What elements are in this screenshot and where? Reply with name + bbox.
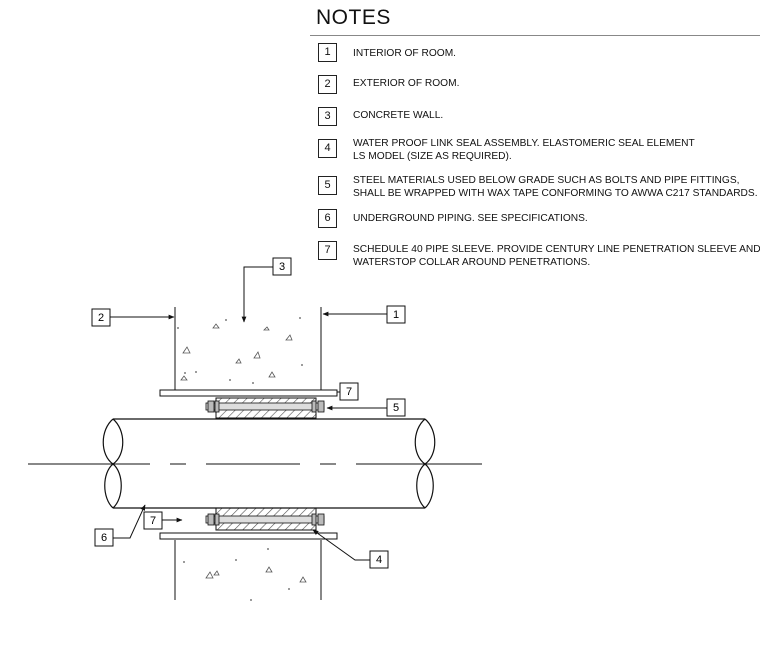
concrete-wall-lower: [174, 540, 322, 601]
note-number: 4: [318, 139, 337, 158]
callout-leaders: [110, 266, 387, 561]
svg-text:7: 7: [346, 386, 352, 398]
callout-5: 5: [386, 398, 406, 417]
link-seal-lower: [205, 507, 325, 531]
svg-text:3: 3: [279, 261, 285, 273]
note-number: 3: [318, 107, 337, 126]
svg-text:2: 2: [98, 312, 104, 324]
callout-4: 4: [369, 550, 389, 569]
callout-7-bottom: 7: [143, 511, 163, 530]
notes-title: NOTES: [316, 6, 391, 29]
callout-3: 3: [272, 257, 292, 276]
link-seal-upper: [205, 397, 325, 419]
note-number: 1: [318, 43, 337, 62]
note-number: 7: [318, 241, 337, 260]
sleeve-collar-top: [159, 389, 338, 397]
note-text: EXTERIOR OF ROOM.: [353, 78, 460, 89]
note-text: UNDERGROUND PIPING. SEE SPECIFICATIONS.: [353, 213, 588, 224]
svg-text:5: 5: [393, 402, 399, 414]
svg-text:4: 4: [376, 554, 382, 566]
callout-2: 2: [91, 308, 111, 327]
concrete-wall-upper: [174, 307, 322, 390]
callout-1: 1: [386, 305, 406, 324]
note-number: 2: [318, 75, 337, 94]
note-text: CONCRETE WALL.: [353, 110, 444, 121]
note-number: 6: [318, 209, 337, 228]
note-text: SCHEDULE 40 PIPE SLEEVE. PROVIDE CENTURY…: [353, 244, 760, 268]
svg-text:7: 7: [150, 515, 156, 527]
callout-6: 6: [94, 528, 114, 547]
svg-text:6: 6: [101, 532, 107, 544]
note-text: STEEL MATERIALS USED BELOW GRADE SUCH AS…: [353, 175, 758, 199]
callout-7-top: 7: [339, 382, 359, 401]
svg-text:1: 1: [393, 309, 399, 321]
note-number: 5: [318, 176, 337, 195]
note-text: WATER PROOF LINK SEAL ASSEMBLY. ELASTOME…: [353, 138, 695, 162]
sleeve-collar-bottom: [159, 532, 338, 540]
notes-divider: [310, 35, 760, 36]
note-text: INTERIOR OF ROOM.: [353, 48, 457, 59]
